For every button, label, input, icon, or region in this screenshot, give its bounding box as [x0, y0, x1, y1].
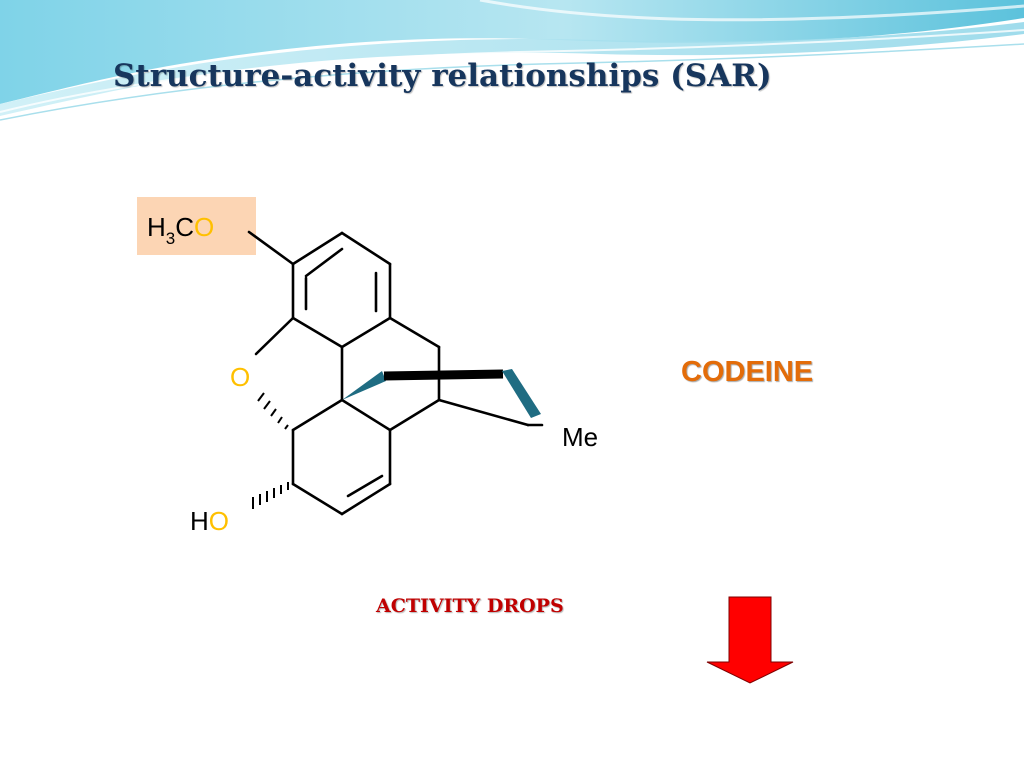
slide-title: Structure-activity relationships (SAR) — [113, 58, 772, 94]
hydroxyl-label: HO — [190, 506, 229, 536]
header-wave-decoration — [0, 0, 1024, 121]
bridge-wedge-left — [342, 371, 386, 400]
methyl-amine-label: Me — [562, 422, 598, 452]
down-arrow-icon — [706, 596, 794, 684]
bridge-bold-bond — [383, 369, 504, 381]
methoxy-highlight — [137, 197, 256, 255]
hashed-bonds — [252, 392, 289, 509]
compound-name: CODEINE — [681, 356, 814, 388]
bridge-wedge-right — [502, 369, 541, 418]
ether-oxygen-label: O — [230, 362, 250, 392]
activity-drops-label: ACTIVITY DROPS — [376, 595, 564, 617]
methoxy-label: H3CO — [147, 212, 214, 248]
